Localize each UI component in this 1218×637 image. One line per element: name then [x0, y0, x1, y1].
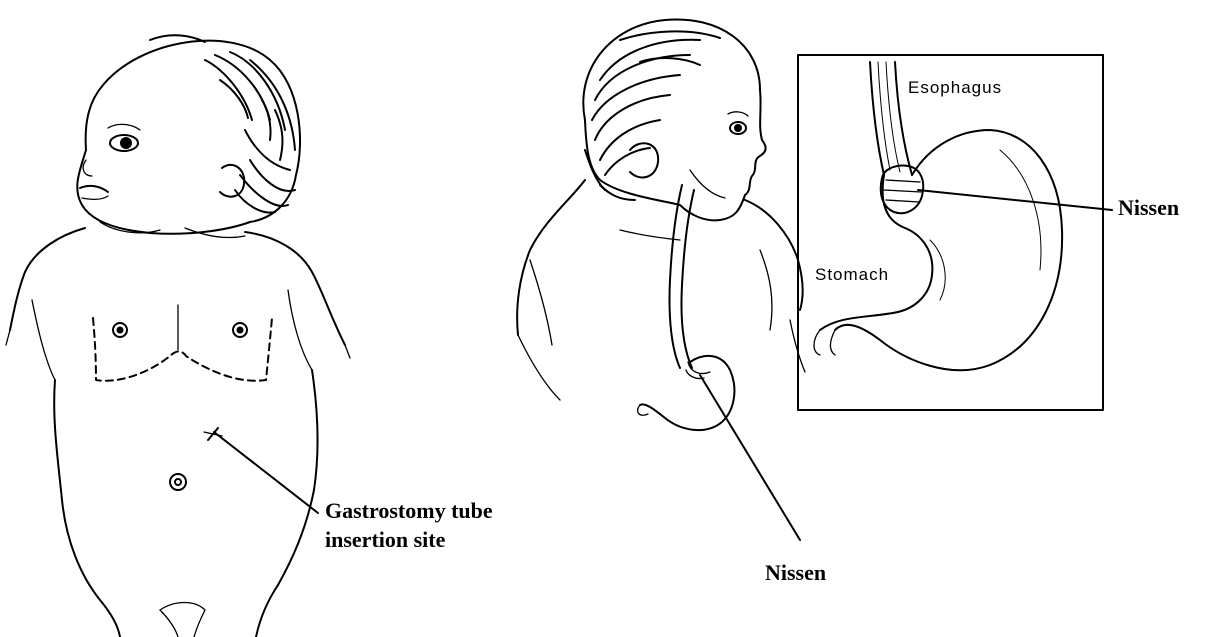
nasogastric-tube	[669, 185, 682, 368]
esophagus-label: Esophagus	[908, 78, 1002, 97]
inset-frame	[798, 55, 1103, 410]
stomach-label: Stomach	[815, 265, 889, 284]
gtube-label-line2: insertion site	[325, 527, 446, 552]
gtube-leader-line	[214, 432, 318, 513]
nissen-inset-leader-line	[918, 190, 1112, 210]
baby-front-figure	[6, 35, 350, 637]
baby-front-torso-outline	[10, 228, 85, 330]
nissen-middle-leader-line	[700, 375, 800, 540]
nissen-middle-label: Nissen	[765, 560, 826, 585]
baby-front-head	[77, 41, 300, 234]
baby-side-figure	[517, 19, 805, 540]
baby-side-head	[583, 19, 765, 220]
gtube-label-line1: Gastrostomy tube	[325, 498, 493, 523]
baby-front-ear	[220, 165, 244, 197]
navel	[170, 474, 186, 490]
nissen-inset-label: Nissen	[1118, 195, 1179, 220]
nissen-wrap	[881, 166, 923, 214]
inset-stomach-shape	[835, 130, 1062, 370]
stomach-inset	[798, 55, 1112, 410]
small-stomach	[640, 356, 734, 430]
nasogastric-tube-2	[681, 190, 694, 368]
